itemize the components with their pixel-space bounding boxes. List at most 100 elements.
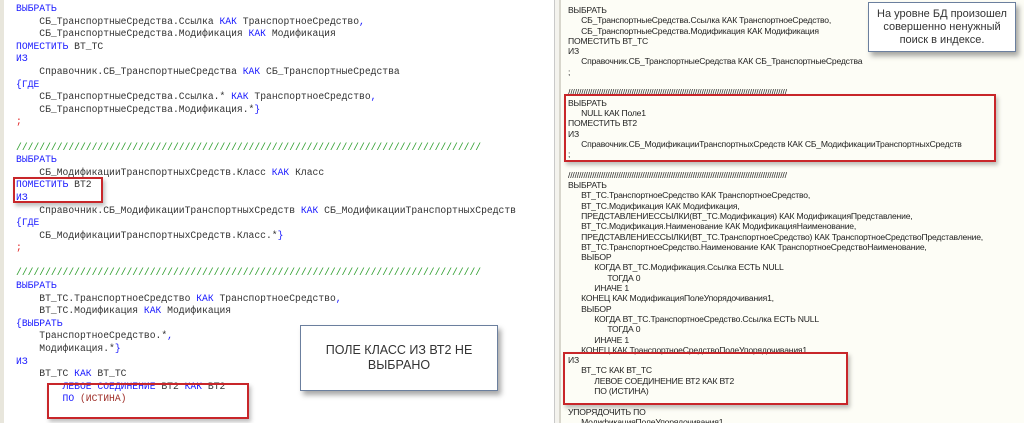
query-text-editor[interactable]: ВЫБРАТЬ СБ_ТранспортныеСредства.Ссылка К… [0,0,555,423]
code-token: ТОГДА 0 [568,324,641,335]
code-line: СБ_ТранспортныеСредства.Ссылка КАК Транс… [568,15,983,25]
code-token: ВЫБОР [568,303,612,314]
code-token: ; [568,149,571,160]
code-token: } [254,103,261,115]
code-line: СБ_ТранспортныеСредства.Модификация КАК … [568,26,983,36]
code-token: ВТ2 [155,380,185,392]
code-token: ; [568,66,571,77]
code-token: КОНЕЦ КАК МодификацияПолеУпорядочивания1… [568,293,774,304]
code-line: КОГДА ВТ_ТС.Модификация.Ссылка ЕСТЬ NULL [568,262,983,272]
code-token [16,129,22,140]
code-token: {ГДЕ [16,217,40,229]
code-token: ////////////////////////////////////////… [16,141,482,153]
code-token: ПО [16,393,80,405]
code-token: , [167,330,173,342]
code-line: ВЫБОР [568,304,983,314]
code-token: ТранспортноеСредство [213,292,336,304]
code-token: ВТ2 [68,179,92,191]
code-token: ТранспортноеСредство.* [16,330,168,342]
code-token: {ГДЕ [16,78,40,90]
code-token: КАК [143,305,162,317]
code-line: ПОМЕСТИТЬ ВТ_ТС [568,36,983,46]
code-line: ПРЕДСТАВЛЕНИЕССЫЛКИ(ВТ_ТС.Модификация) К… [568,211,983,221]
code-line: СБ_ТранспортныеСредства.Ссылка КАК Транс… [16,16,516,29]
code-line: КОГДА ВТ_ТС.ТранспортноеСредство.Ссылка … [568,314,983,324]
code-token: Модификация [266,28,336,40]
code-line: ЛЕВОЕ СОЕДИНЕНИЕ ВТ2 КАК ВТ2 [568,376,983,386]
code-line: ////////////////////////////////////////… [16,142,516,155]
code-line: {ГДЕ [16,79,516,92]
code-line: ВТ_ТС.Модификация.Наименование КАК Модиф… [568,221,983,231]
code-token: } [114,343,121,355]
code-token: ПО (ИСТИНА) [568,385,649,396]
code-line: ////////////////////////////////////////… [16,267,516,280]
code-token: Класс [289,166,325,178]
code-token: ИЗ [16,53,28,65]
code-token: КОГДА ВТ_ТС.ТранспортноеСредство.Ссылка … [568,313,819,324]
code-token: ////////////////////////////////////////… [568,169,787,180]
code-token: ВЫБРАТЬ [568,5,607,15]
code-token: КОГДА ВТ_ТС.Модификация.Ссылка ЕСТЬ NULL [568,262,784,273]
highlight-box-vt2-null [564,94,996,162]
code-line: ВТ_ТС КАК ВТ_ТС [16,368,516,381]
code-token: ; [16,242,22,254]
code-line: ВТ_ТС.ТранспортноеСредство.Наименование … [568,242,983,252]
code-line: ЛЕВОЕ СОЕДИНЕНИЕ ВТ2 КАК ВТ2 [16,381,516,394]
code-token: Справочник.СБ_ТранспортныеСредства [16,65,243,77]
code-token: ПРЕДСТАВЛЕНИЕССЫЛКИ(ВТ_ТС.Модификация) К… [568,210,913,221]
code-token: ИЗ [568,355,579,366]
code-line: ////////////////////////////////////////… [568,170,983,180]
code-line: ВЫБРАТЬ [16,3,516,16]
code-token: ВТ_ТС [68,40,104,52]
code-token: ПОМЕСТИТЬ ВТ_ТС [568,35,649,46]
code-token: СБ_ТранспортныеСредства.Модификация [16,28,249,40]
code-line: ИЗ [568,129,983,139]
code-line: УПОРЯДОЧИТЬ ПО [568,407,983,417]
code-line: ; [16,116,516,129]
code-line: ; [568,67,983,77]
code-token: СБ_ТранспортныеСредства.Модификация.* [16,103,255,115]
callout-index-search: На уровне БД произошел совершенно ненужн… [868,2,1016,52]
code-line: ВЫБРАТЬ [16,280,516,293]
code-line: ИЗ [16,53,516,66]
code-token: , [359,15,365,27]
highlight-box-db-left-join [563,352,848,405]
code-line: ИЗ [568,46,983,56]
code-token: Справочник.СБ_МодификацииТранспортныхСре… [16,204,301,216]
code-line: ; [568,149,983,159]
code-token [16,255,22,266]
code-line: ПРЕДСТАВЛЕНИЕССЫЛКИ(ВТ_ТС.ТранспортноеСр… [568,232,983,242]
code-token: ВТ_ТС.ТранспортноеСредство.Наименование … [568,241,927,252]
code-line: Модификация.*} [16,343,516,356]
code-token: СБ_ТранспортныеСредства.Модификация КАК … [568,25,819,36]
code-token: , [335,292,342,304]
code-token: СБ_МодификацииТранспортныхСредств.Класс.… [16,229,278,241]
code-token: КАК [242,65,261,77]
code-token: ////////////////////////////////////////… [16,267,482,279]
code-token: Модификация.* [16,343,115,355]
code-token: NULL КАК Поле1 [568,107,646,118]
code-line: ПОМЕСТИТЬ ВТ2 [568,118,983,128]
highlight-box-left-join [47,383,249,419]
code-token: СБ_ТранспортныеСредства.Ссылка [16,15,220,27]
code-token: СБ_ТранспортныеСредства.Ссылка КАК Транс… [568,15,832,26]
code-token: ВТ2 [202,380,226,392]
code-token: ВТ_ТС [16,368,75,380]
code-line: {ГДЕ [16,217,516,230]
code-line: ; [16,242,516,255]
code-token: ПОМЕСТИТЬ ВТ2 [568,118,637,129]
code-token: ; [16,116,22,128]
code-token: КАК [74,368,92,380]
code-line [568,77,983,87]
code-line: ПОМЕСТИТЬ ВТ2 [16,179,516,192]
code-line: ВТ_ТС.ТранспортноеСредство КАК Транспорт… [568,190,983,200]
code-line: ВТ_ТС.Модификация КАК Модификация [16,305,516,318]
code-line: ВЫБОР [568,252,983,262]
query-code: ВЫБРАТЬ СБ_ТранспортныеСредства.Ссылка К… [16,3,516,406]
code-token: МодификацияПолеУпорядочивания1 [568,416,724,423]
code-line: КОНЕЦ КАК ТранспортноеСредствоПолеУпоряд… [568,345,983,355]
code-token: ТранспортноеСредство [236,15,360,27]
code-token: ИЗ [16,191,28,203]
code-token: СБ_ТранспортныеСредства [260,65,400,77]
code-line: КОНЕЦ КАК МодификацияПолеУпорядочивания1… [568,293,983,303]
